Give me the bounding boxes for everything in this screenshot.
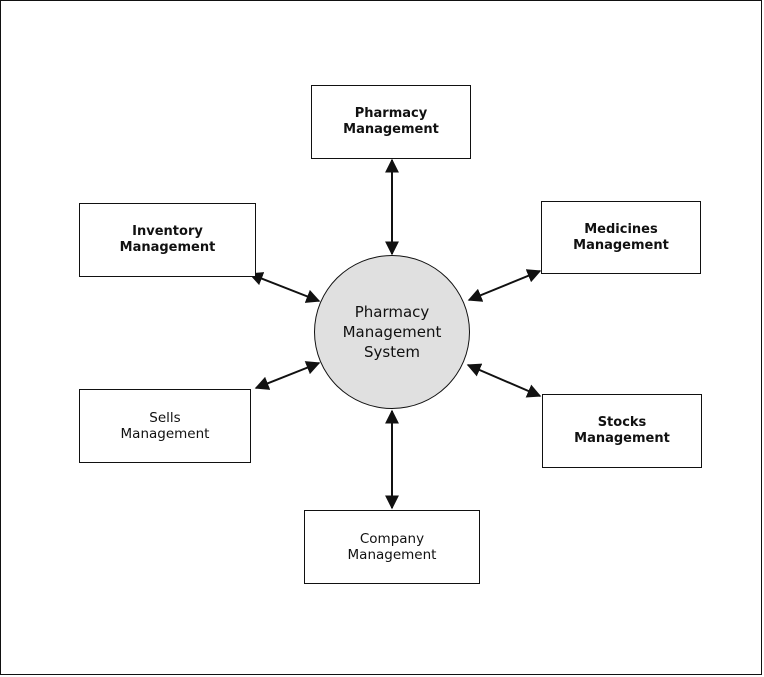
center-line3: System (364, 343, 420, 361)
label-line1: Pharmacy (354, 106, 428, 121)
label-line1: Stocks (597, 415, 647, 430)
label-line1: Inventory (132, 224, 203, 239)
label-line1: Company (359, 531, 425, 547)
label-line1: Medicines (584, 221, 658, 237)
arrow-inventory (248, 272, 321, 303)
central-system-node: Pharmacy Management System (314, 255, 470, 409)
label-line2: Management (573, 237, 669, 253)
arrow-stocks (466, 363, 542, 398)
label-line1: Sells (149, 410, 181, 426)
label-line2: Management (120, 426, 210, 442)
label-line2: Management (119, 240, 216, 255)
arrow-sells (254, 361, 321, 390)
arrow-medicines (467, 269, 542, 302)
center-line2: Management (342, 323, 442, 341)
label-line2: Management (347, 547, 437, 563)
label-line2: Management (574, 431, 670, 446)
center-line1: Pharmacy (354, 303, 430, 321)
label-line2: Management (343, 122, 439, 137)
